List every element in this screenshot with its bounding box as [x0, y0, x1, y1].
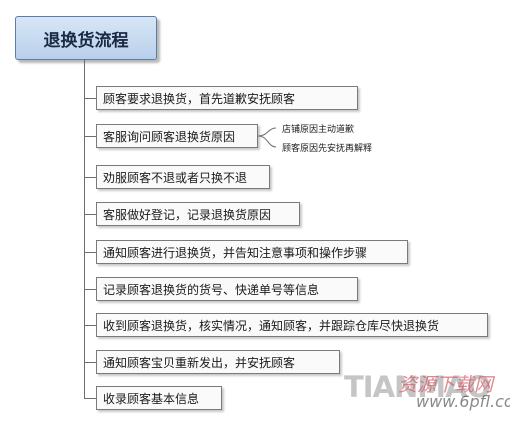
- sub-branch-label: 店铺原因主动道歉: [282, 125, 355, 135]
- step-node: 记录顾客退换货的货号、快递单号等信息: [96, 277, 358, 301]
- connector: [84, 177, 96, 178]
- trunk-line: [84, 59, 85, 398]
- root-node: 退换货流程: [15, 16, 157, 60]
- connector: [84, 398, 96, 399]
- step-node: 收到顾客退换货，核实情况，通知顾客，并跟踪仓库尽快退换货: [96, 313, 488, 337]
- step-node: 收录顾客基本信息: [96, 386, 222, 410]
- connector: [84, 136, 96, 137]
- step-node: 通知顾客进行退换货，并告知注意事项和操作步骤: [96, 240, 408, 264]
- connector: [84, 214, 96, 215]
- step-node: 通知顾客宝贝重新发出，并安抚顾客: [96, 350, 340, 374]
- watermark-brand: TIANMAO: [344, 370, 491, 404]
- watermark-site-name: 资源下载网: [398, 374, 494, 396]
- watermark: TIANMAO 资源下载网 www.6pfl.com: [344, 370, 510, 414]
- connector: [84, 98, 96, 99]
- connector: [84, 325, 96, 326]
- step-node: 客服做好登记，记录退换货原因: [96, 202, 300, 226]
- connector: [84, 362, 96, 363]
- sub-branch-label: 顾客原因先安抚再解释: [282, 144, 373, 154]
- connector: [84, 289, 96, 290]
- step-node: 顾客要求退换货，首先道歉安抚顾客: [96, 86, 358, 110]
- step-node: 客服询问顾客退换货原因: [96, 124, 258, 148]
- connector: [84, 252, 96, 253]
- step-node: 劝服顾客不退或者只换不退: [96, 165, 270, 189]
- watermark-url: www.6pfl.com: [416, 392, 510, 411]
